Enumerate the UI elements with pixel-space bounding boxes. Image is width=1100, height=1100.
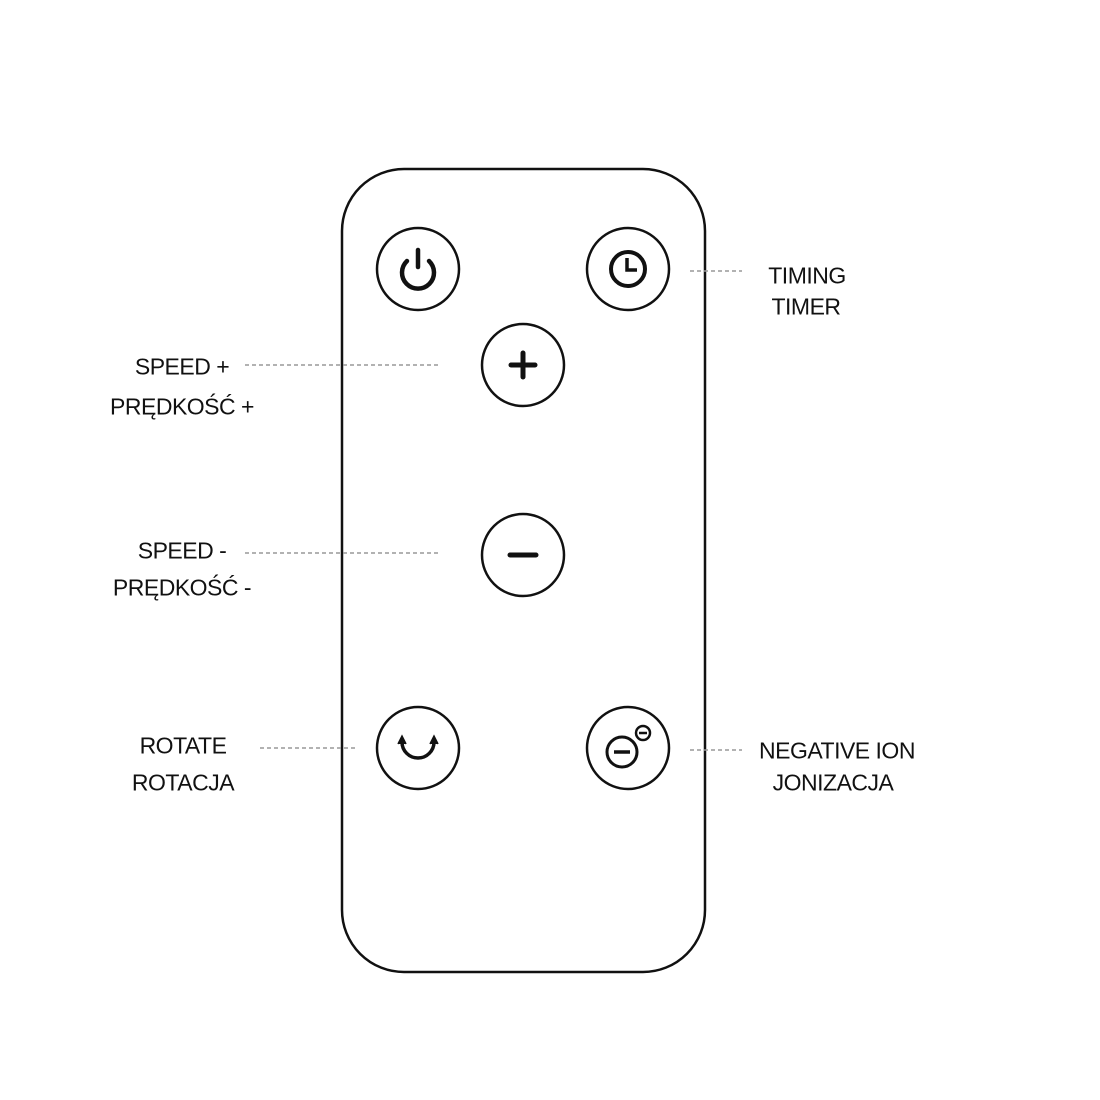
clock-icon (609, 250, 647, 288)
speed-down-label-pl: PRĘDKOŚĆ - (112, 574, 252, 601)
timer-button[interactable] (585, 226, 671, 312)
timing-label: TIMING (768, 262, 846, 289)
rotate-label-pl: ROTACJA (131, 769, 235, 796)
negative-ion-icon (605, 724, 652, 769)
power-button[interactable] (375, 226, 461, 312)
speed-down-label: SPEED - (137, 537, 227, 564)
negative-ion-label: NEGATIVE ION (759, 737, 915, 764)
negative-ion-button[interactable] (585, 705, 671, 791)
speed-up-label: SPEED + (134, 353, 230, 380)
speed-up-label-pl: PRĘDKOŚĆ + (110, 393, 254, 420)
leader-lines (245, 270, 742, 751)
rotate-label: ROTATE (139, 732, 227, 759)
timing-label-pl: TIMER (771, 293, 841, 320)
power-icon (399, 247, 437, 291)
speed-down-button[interactable] (480, 512, 566, 598)
negative-ion-label-pl: JONIZACJA (772, 769, 894, 796)
plus-icon (508, 350, 538, 380)
speed-up-button[interactable] (480, 322, 566, 408)
remote-body (340, 167, 707, 974)
rotate-button[interactable] (375, 705, 461, 791)
rotate-icon (397, 734, 439, 760)
